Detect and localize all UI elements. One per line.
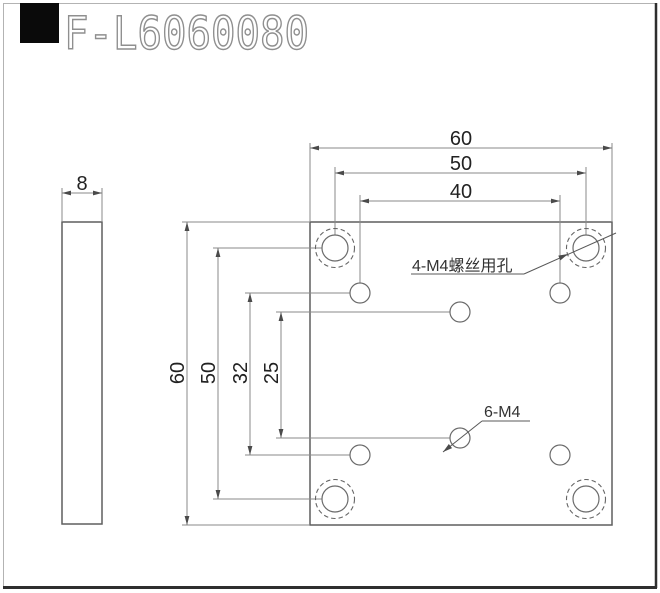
leader-arrow — [558, 254, 568, 261]
tapped-hole-top-right — [549, 282, 571, 304]
tapped-hole-top-left — [349, 282, 371, 304]
tapped-hole-bottom-left — [349, 444, 371, 466]
dim-text-tap-row-spacing: 32 — [230, 362, 252, 384]
dim-top-60: 60 — [309, 128, 613, 221]
dim-left-60: 60 — [167, 221, 309, 526]
dim-arrow — [278, 312, 284, 321]
dim-arrow — [310, 145, 319, 151]
dim-text-mid-spacing: 25 — [261, 362, 283, 384]
label-tapped-note: 6-M4 — [484, 404, 521, 421]
dim-arrow — [215, 490, 221, 499]
dim-arrow — [184, 516, 190, 525]
counterbore-hole-bottom-right — [565, 478, 607, 520]
side-view: 8 — [61, 173, 103, 525]
dim-arrow — [93, 190, 102, 196]
dim-text-cb-vspacing: 50 — [198, 362, 220, 384]
dim-text-tap-spacing: 40 — [450, 181, 472, 203]
dim-left-25: 25 — [261, 311, 460, 439]
part-number: F-L6060080 — [64, 7, 309, 60]
dim-arrow — [247, 446, 253, 455]
logo-square — [20, 3, 59, 43]
tapped-hole-mid-upper — [449, 301, 471, 323]
dim-top-40: 40 — [359, 181, 561, 293]
dim-text-thickness: 8 — [76, 173, 87, 195]
dim-text-height: 60 — [167, 362, 189, 384]
dim-arrow — [603, 145, 612, 151]
tapped-hole-bottom-right — [549, 444, 571, 466]
dim-text-cb-spacing: 50 — [450, 153, 472, 175]
dim-arrow — [62, 190, 71, 196]
drawing-frame — [3, 3, 658, 589]
side-view-outline — [61, 221, 103, 525]
dim-arrow — [184, 222, 190, 231]
dim-arrow — [335, 170, 344, 176]
counterbore-hole-top-left — [314, 227, 356, 269]
dim-arrow — [215, 248, 221, 257]
dim-arrow — [551, 198, 560, 204]
dim-top-50: 50 — [334, 153, 587, 248]
title-block: F-L6060080 — [20, 3, 310, 61]
leader-arrow — [443, 444, 453, 452]
dim-left-32: 32 — [230, 292, 360, 456]
dim-arrow — [577, 170, 586, 176]
dim-thickness-8: 8 — [61, 173, 103, 221]
dim-arrow — [360, 198, 369, 204]
counterbore-hole-top-right — [565, 227, 607, 269]
leader-tapped-note: 6-M4 — [442, 404, 530, 453]
leader-counterbore-note: 4-M4螺丝用孔 — [411, 232, 617, 275]
label-counterbore-note: 4-M4螺丝用孔 — [412, 257, 512, 275]
dim-arrow — [278, 429, 284, 438]
dim-arrow — [247, 293, 253, 302]
dim-text-width: 60 — [450, 128, 472, 150]
counterbore-hole-bottom-left — [314, 478, 356, 520]
dim-left-50: 50 — [198, 247, 335, 500]
front-view: 60 50 40 60 — [167, 128, 617, 526]
